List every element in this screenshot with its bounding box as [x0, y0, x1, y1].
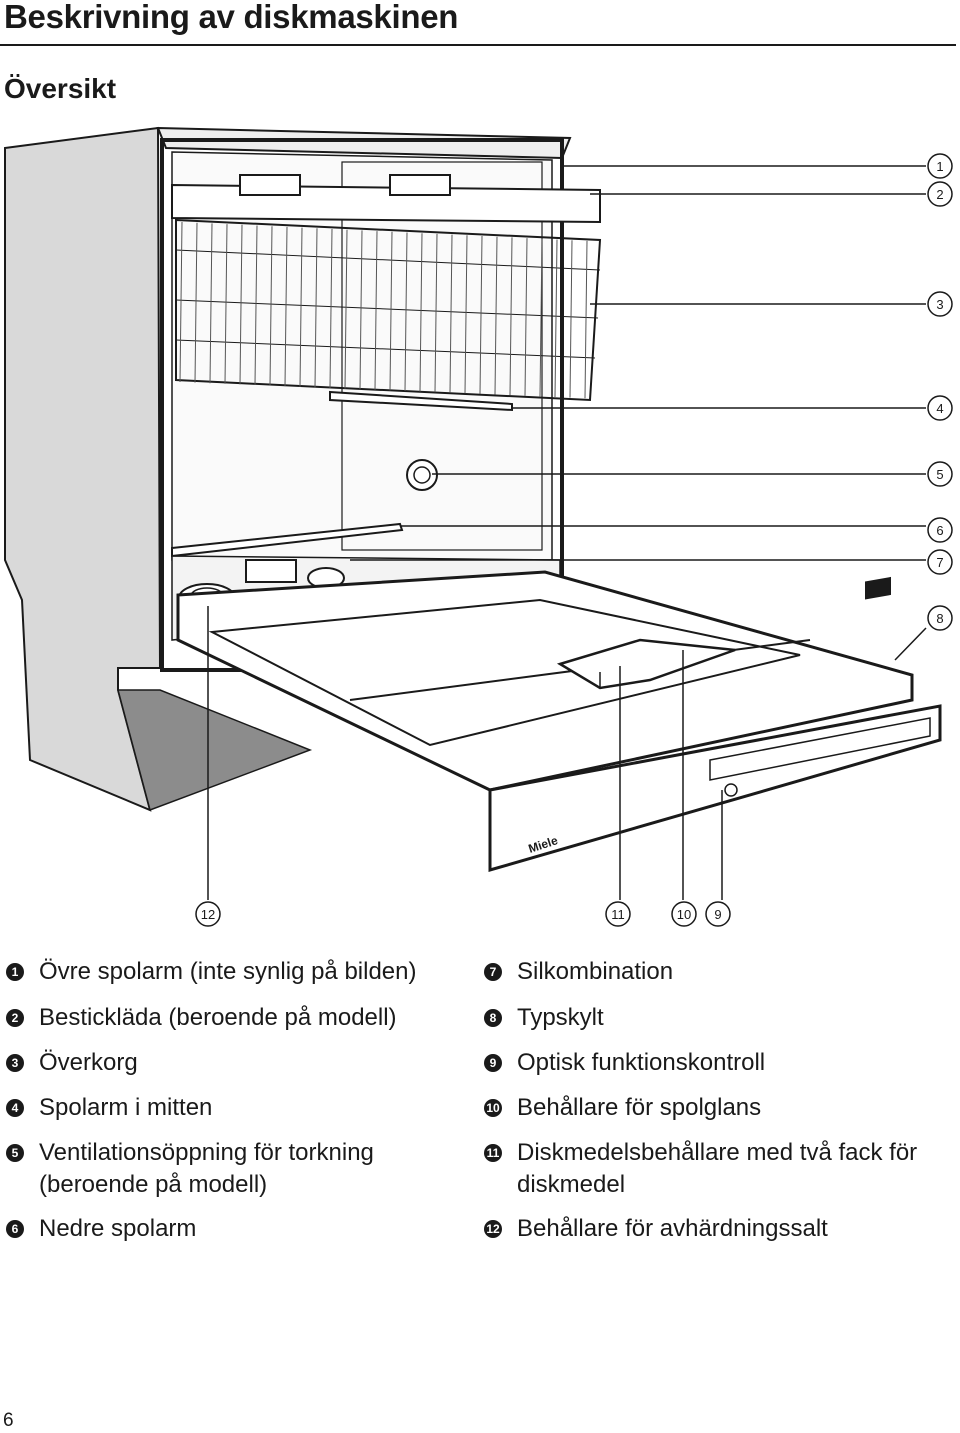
basket-wire	[584, 240, 588, 399]
callout-number: 4	[936, 401, 943, 416]
basket-wire	[539, 238, 543, 397]
callout-circle-icon	[671, 901, 697, 927]
dishwasher-door	[176, 570, 914, 792]
circled-number-icon: 9	[484, 1054, 502, 1072]
legend-text: Behållare för spolglans	[517, 1094, 762, 1121]
callout-circle-icon	[927, 549, 953, 575]
leader-lines	[207, 165, 927, 900]
callout-number: 2	[936, 187, 943, 202]
callout-circle-icon	[927, 153, 953, 179]
upper-basket	[175, 218, 602, 402]
callout-number: 10	[677, 907, 691, 922]
legend-text: Ventilationsöppning för torkning (beroen…	[39, 1139, 374, 1198]
callout-number: 12	[201, 907, 215, 922]
circled-number-icon: 5	[6, 1144, 24, 1162]
basket-wire	[299, 227, 303, 387]
circled-number-icon: 10	[484, 1099, 502, 1117]
basket-wire	[269, 226, 273, 386]
vent-opening	[406, 459, 438, 491]
callout-circle-icon	[705, 901, 731, 927]
basket-wires	[179, 221, 588, 399]
cabinet-plinth-shadow	[117, 689, 313, 811]
page-number: 6	[3, 1410, 14, 1431]
detergent-dispenser	[556, 638, 736, 690]
basket-wire	[329, 228, 333, 389]
basket-wire	[194, 222, 198, 383]
callout-circle-icon	[195, 901, 221, 927]
basket-wire	[344, 229, 348, 389]
basket-wire	[209, 223, 213, 384]
basket-wire	[389, 231, 393, 391]
callout-number: 5	[936, 467, 943, 482]
cutlery-tray	[171, 174, 601, 224]
control-panel	[709, 717, 931, 781]
circled-number-icon: 11	[484, 1144, 502, 1162]
callout-number: 8	[936, 611, 943, 626]
callout-circle-icon	[927, 181, 953, 207]
callout-number: 1	[936, 159, 943, 174]
basket-wire	[179, 221, 183, 383]
filter-combination	[245, 559, 297, 583]
callout-circle-icon	[927, 395, 953, 421]
circled-number-icon: 1	[6, 963, 24, 981]
basket-wire	[554, 239, 558, 398]
door-inner-panel	[208, 598, 801, 747]
basket-wire	[434, 233, 438, 393]
basket-wire	[404, 232, 408, 392]
basket-wire	[524, 238, 528, 396]
basket-wire	[224, 224, 228, 384]
function-indicator	[724, 783, 738, 797]
basket-wire	[359, 230, 363, 390]
legend-text: Optisk funktionskontroll	[517, 1049, 766, 1076]
basket-wire	[569, 240, 573, 398]
circled-number-icon: 7	[484, 963, 502, 981]
callout-circle-icon	[927, 605, 953, 631]
callout-number: 11	[611, 907, 625, 922]
legend-text: Bestickläda (beroende på modell)	[39, 1004, 397, 1031]
title-rule	[0, 44, 956, 46]
circled-number-icon: 4	[6, 1099, 24, 1117]
callout-number: 9	[714, 907, 721, 922]
basket-wire	[254, 225, 258, 386]
callout-circle-icon	[927, 461, 953, 487]
basket-wire	[509, 237, 513, 396]
display-icon	[865, 576, 891, 600]
callout-circle-icon	[927, 517, 953, 543]
basket-wire	[449, 234, 453, 393]
middle-spray-arm	[329, 390, 513, 412]
legend-text: Silkombination	[517, 958, 674, 985]
legend-text: Typskylt	[517, 1004, 604, 1031]
basket-wire	[314, 228, 318, 388]
legend-text: Spolarm i mitten	[39, 1094, 213, 1121]
legend-text: Övre spolarm (inte synlig på bilden)	[39, 958, 417, 985]
circled-number-icon: 6	[6, 1220, 24, 1238]
basket-wire	[464, 235, 468, 394]
basket-wire	[494, 236, 498, 395]
circled-number-icon: 2	[6, 1009, 24, 1027]
circled-number-icon: 3	[6, 1054, 24, 1072]
basket-wire	[479, 235, 483, 395]
page-title: Beskrivning av diskmaskinen	[4, 0, 459, 35]
basket-wire	[419, 233, 423, 392]
legend-text: Överkorg	[39, 1049, 138, 1076]
circled-number-icon: 12	[484, 1220, 502, 1238]
callout-circle-icon	[605, 901, 631, 927]
circled-number-icon: 8	[484, 1009, 502, 1027]
basket-wire	[239, 224, 243, 385]
section-title: Översikt	[4, 73, 117, 104]
callout-number: 7	[936, 555, 943, 570]
legend-text: Nedre spolarm	[39, 1215, 197, 1242]
callout-number: 3	[936, 297, 943, 312]
legend-text: Diskmedelsbehållare med två fack för dis…	[517, 1139, 918, 1198]
callout-circle-icon	[927, 291, 953, 317]
lower-spray-arm	[171, 522, 404, 558]
callout-number: 6	[936, 523, 943, 538]
basket-wire	[374, 231, 378, 390]
basket-wire	[284, 226, 288, 387]
legend-text: Behållare för avhärdningssalt	[517, 1215, 828, 1242]
